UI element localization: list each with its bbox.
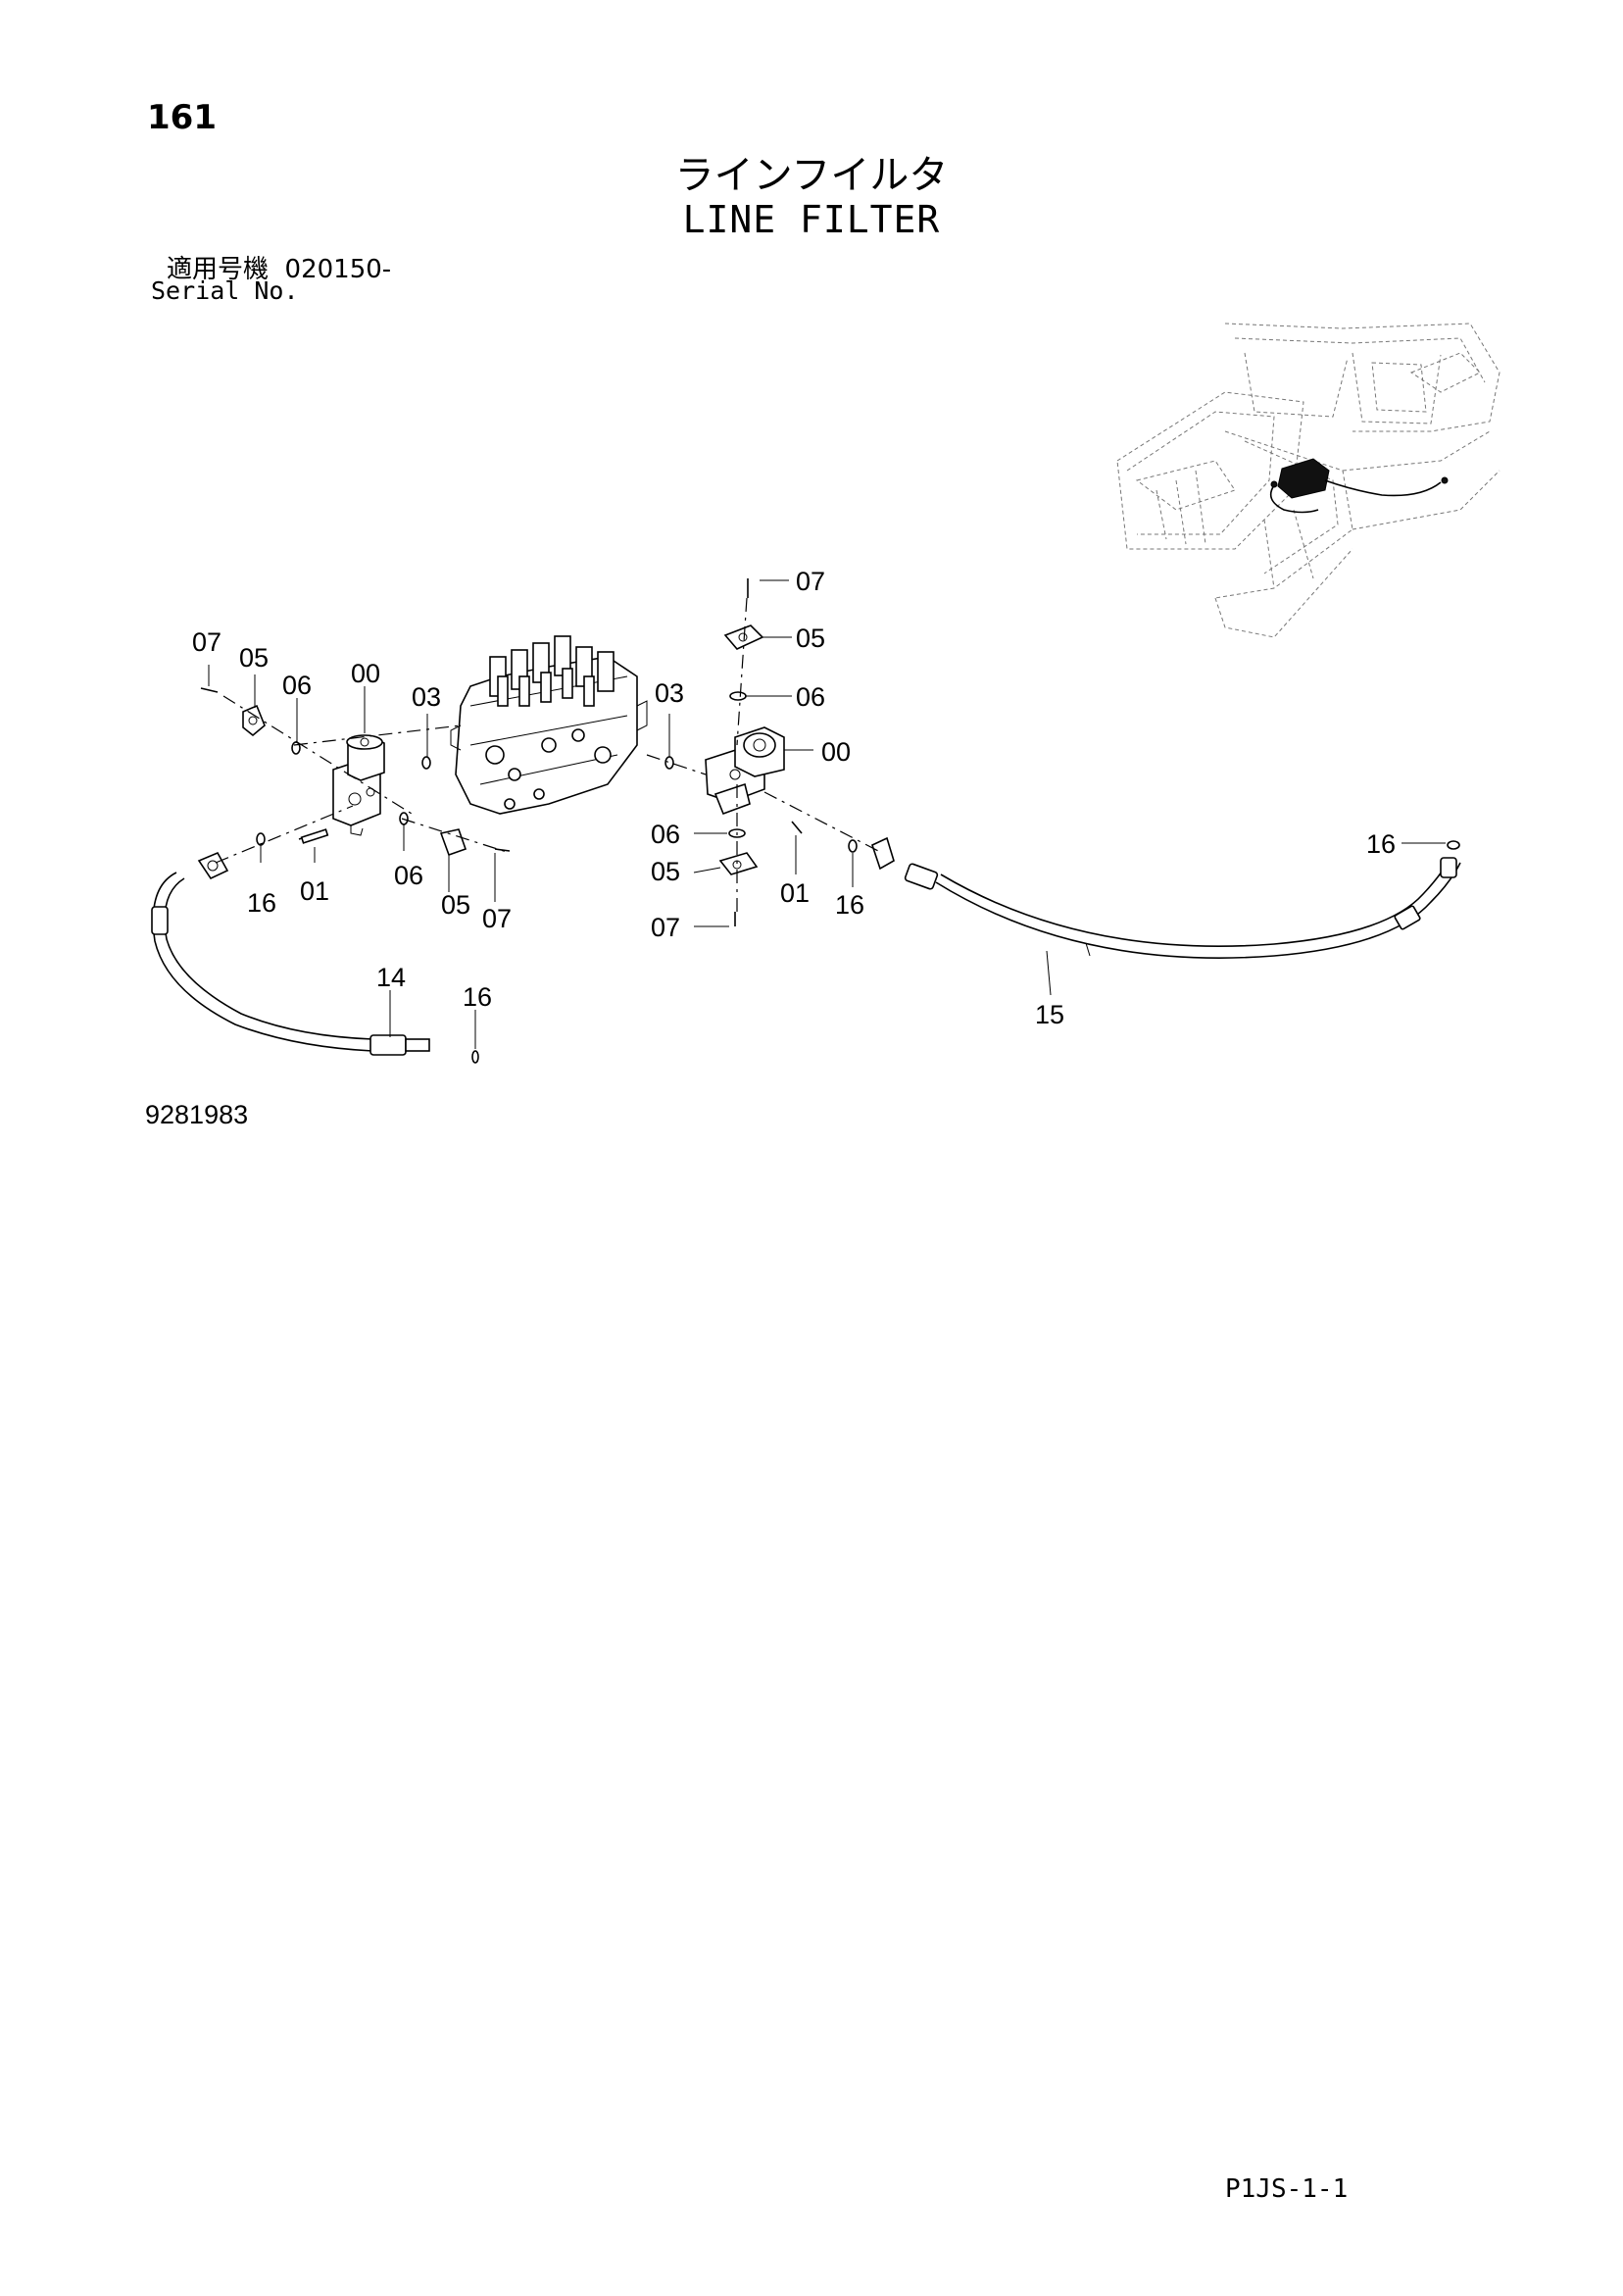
callout-07-left-bottom: 07 <box>482 904 512 933</box>
hose-15 <box>904 857 1461 959</box>
right-hardware <box>664 578 1460 926</box>
callout-07-right-bottom: 07 <box>651 913 680 942</box>
callout-05-left-top: 05 <box>239 643 269 673</box>
callout-labels: 07 05 06 00 03 16 01 06 05 07 14 16 07 0… <box>192 567 1396 1029</box>
callout-16-hose-end: 16 <box>463 982 492 1012</box>
callout-06-right-top: 06 <box>796 682 825 712</box>
callout-07-left-top: 07 <box>192 627 221 657</box>
title-japanese: ラインフイルタ <box>674 153 949 198</box>
drawing-number: 9281983 <box>145 1100 249 1129</box>
hose-14 <box>151 872 479 1064</box>
control-valve <box>450 635 648 815</box>
callout-05-left-bottom: 05 <box>441 890 470 920</box>
serial-label-japanese: 適用号機 020150- <box>167 249 391 285</box>
callout-16-right: 16 <box>835 890 864 920</box>
callout-06-right-bottom: 06 <box>651 820 680 849</box>
callout-15: 15 <box>1035 1000 1064 1029</box>
line-filter-right <box>705 726 785 816</box>
callout-03-left: 03 <box>412 682 441 712</box>
serial-label-jp: 適用号機 <box>167 255 270 284</box>
callout-01-right: 01 <box>780 878 810 908</box>
page-number: 161 <box>147 98 217 137</box>
callout-01-left: 01 <box>300 876 329 906</box>
callout-05-right-bottom: 05 <box>651 857 680 886</box>
inset-valve-highlight <box>1269 458 1449 514</box>
serial-label-english: Serial No. <box>151 276 299 305</box>
serial-value: 020150- <box>284 255 392 284</box>
callout-05-right-top: 05 <box>796 624 825 653</box>
callout-06-left-bottom: 06 <box>394 861 423 890</box>
assembly-centerlines <box>215 597 883 912</box>
callout-00-left: 00 <box>351 659 380 688</box>
machine-location-inset <box>1116 323 1500 638</box>
parts-diagram: 07 05 06 00 03 16 01 06 05 07 14 16 07 0… <box>151 323 1500 1064</box>
callout-14: 14 <box>376 963 406 992</box>
callout-16-far-right: 16 <box>1366 829 1396 859</box>
callout-00-right: 00 <box>821 737 851 767</box>
valve-spools <box>489 635 615 707</box>
callout-16-left: 16 <box>247 888 276 918</box>
callout-06-left-top: 06 <box>282 671 312 700</box>
title-english: LINE FILTER <box>682 198 941 241</box>
line-filter-left <box>332 734 385 836</box>
callout-07-right-top: 07 <box>796 567 825 596</box>
leader-lines <box>208 579 1446 1049</box>
page-reference: P1JS-1-1 <box>1225 2174 1349 2204</box>
callout-03-right: 03 <box>655 678 684 708</box>
